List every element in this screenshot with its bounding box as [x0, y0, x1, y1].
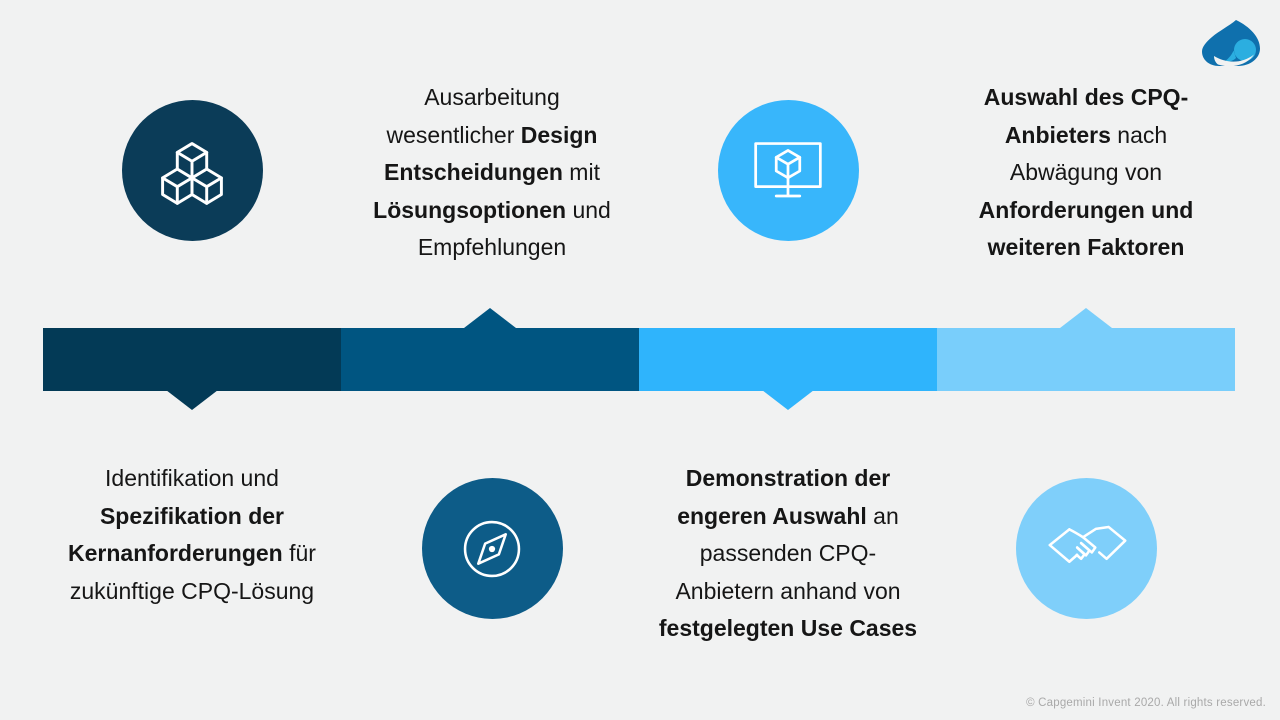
capgemini-logo: [1202, 20, 1260, 66]
compass-icon: [463, 520, 521, 577]
phase-4-icon-cell: [936, 478, 1236, 619]
timeline-segment-4: [937, 328, 1235, 391]
timeline-segment-3: [639, 328, 937, 391]
handshake-icon: [1048, 525, 1127, 563]
phase-3-icon-cell: [638, 100, 938, 241]
cubes-icon: [161, 141, 223, 205]
phase-1-icon-circle: [121, 100, 263, 241]
timeline-arrow-down-icon: [166, 390, 218, 410]
phase-4-icon-circle: [1015, 478, 1157, 619]
monitor-cube-icon: [754, 141, 822, 197]
timeline-segment-1: [43, 328, 341, 391]
timeline-bar: [43, 328, 1235, 391]
timeline-arrow-down-icon: [762, 390, 814, 410]
timeline-segment-2: [341, 328, 639, 391]
phase-2-icon-cell: [342, 478, 642, 619]
phase-2-icon-circle: [421, 478, 563, 619]
timeline-arrow-up-icon: [1060, 308, 1112, 328]
timeline-arrow-up-icon: [464, 308, 516, 328]
phase-1-icon-cell: [42, 100, 342, 241]
phase-3-icon-circle: [717, 100, 859, 241]
copyright-note: © Capgemini Invent 2020. All rights rese…: [1026, 697, 1266, 709]
